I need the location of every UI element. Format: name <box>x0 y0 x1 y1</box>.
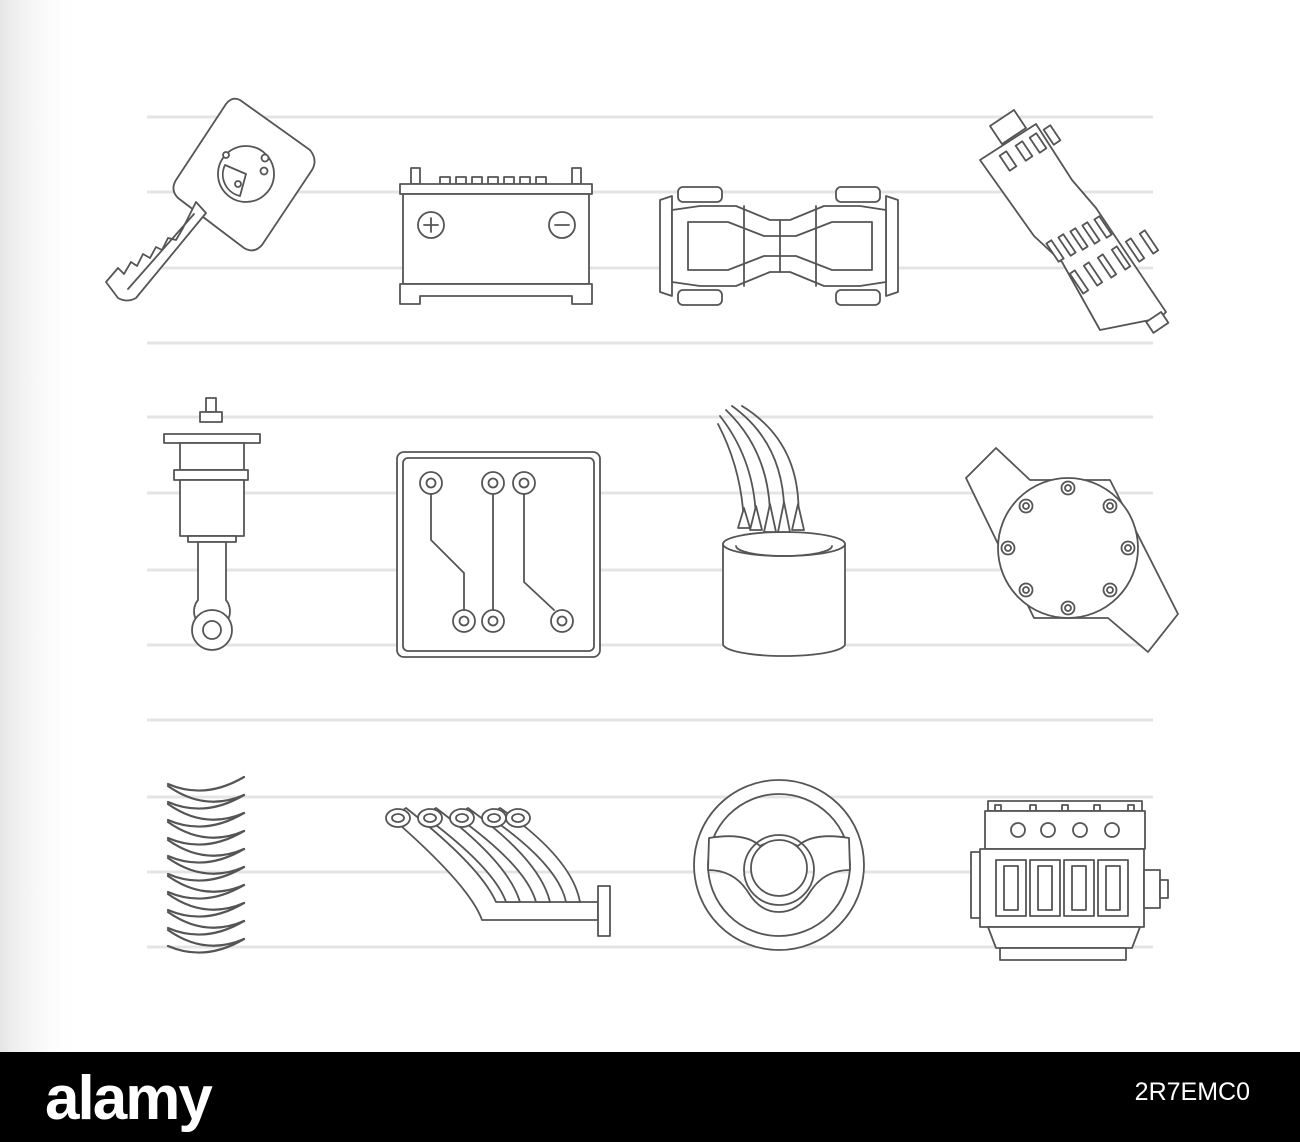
car-key-icon <box>105 97 316 302</box>
steering-wheel-icon <box>693 779 865 951</box>
left-edge-shade <box>0 0 80 1052</box>
alamy-logo: alamy <box>45 1064 213 1133</box>
stock-image-id: 2R7EMC0 <box>1134 1078 1250 1106</box>
circuit-board-icon <box>396 451 601 658</box>
ignition-coil-icon <box>979 109 1170 334</box>
exhaust-manifold-icon <box>385 807 611 937</box>
coil-spring-icon <box>166 775 246 954</box>
car-chassis-icon <box>659 186 899 306</box>
car-engine-icon <box>970 800 1169 961</box>
background-stripes <box>147 115 1153 949</box>
shock-absorber-icon <box>163 397 261 651</box>
watermark-footer: alamy 2R7EMC0 <box>0 1052 1300 1142</box>
car-battery-icon <box>399 167 593 305</box>
distributor-cap-icon <box>717 405 846 657</box>
wheel-hub-flange-icon <box>965 447 1179 653</box>
